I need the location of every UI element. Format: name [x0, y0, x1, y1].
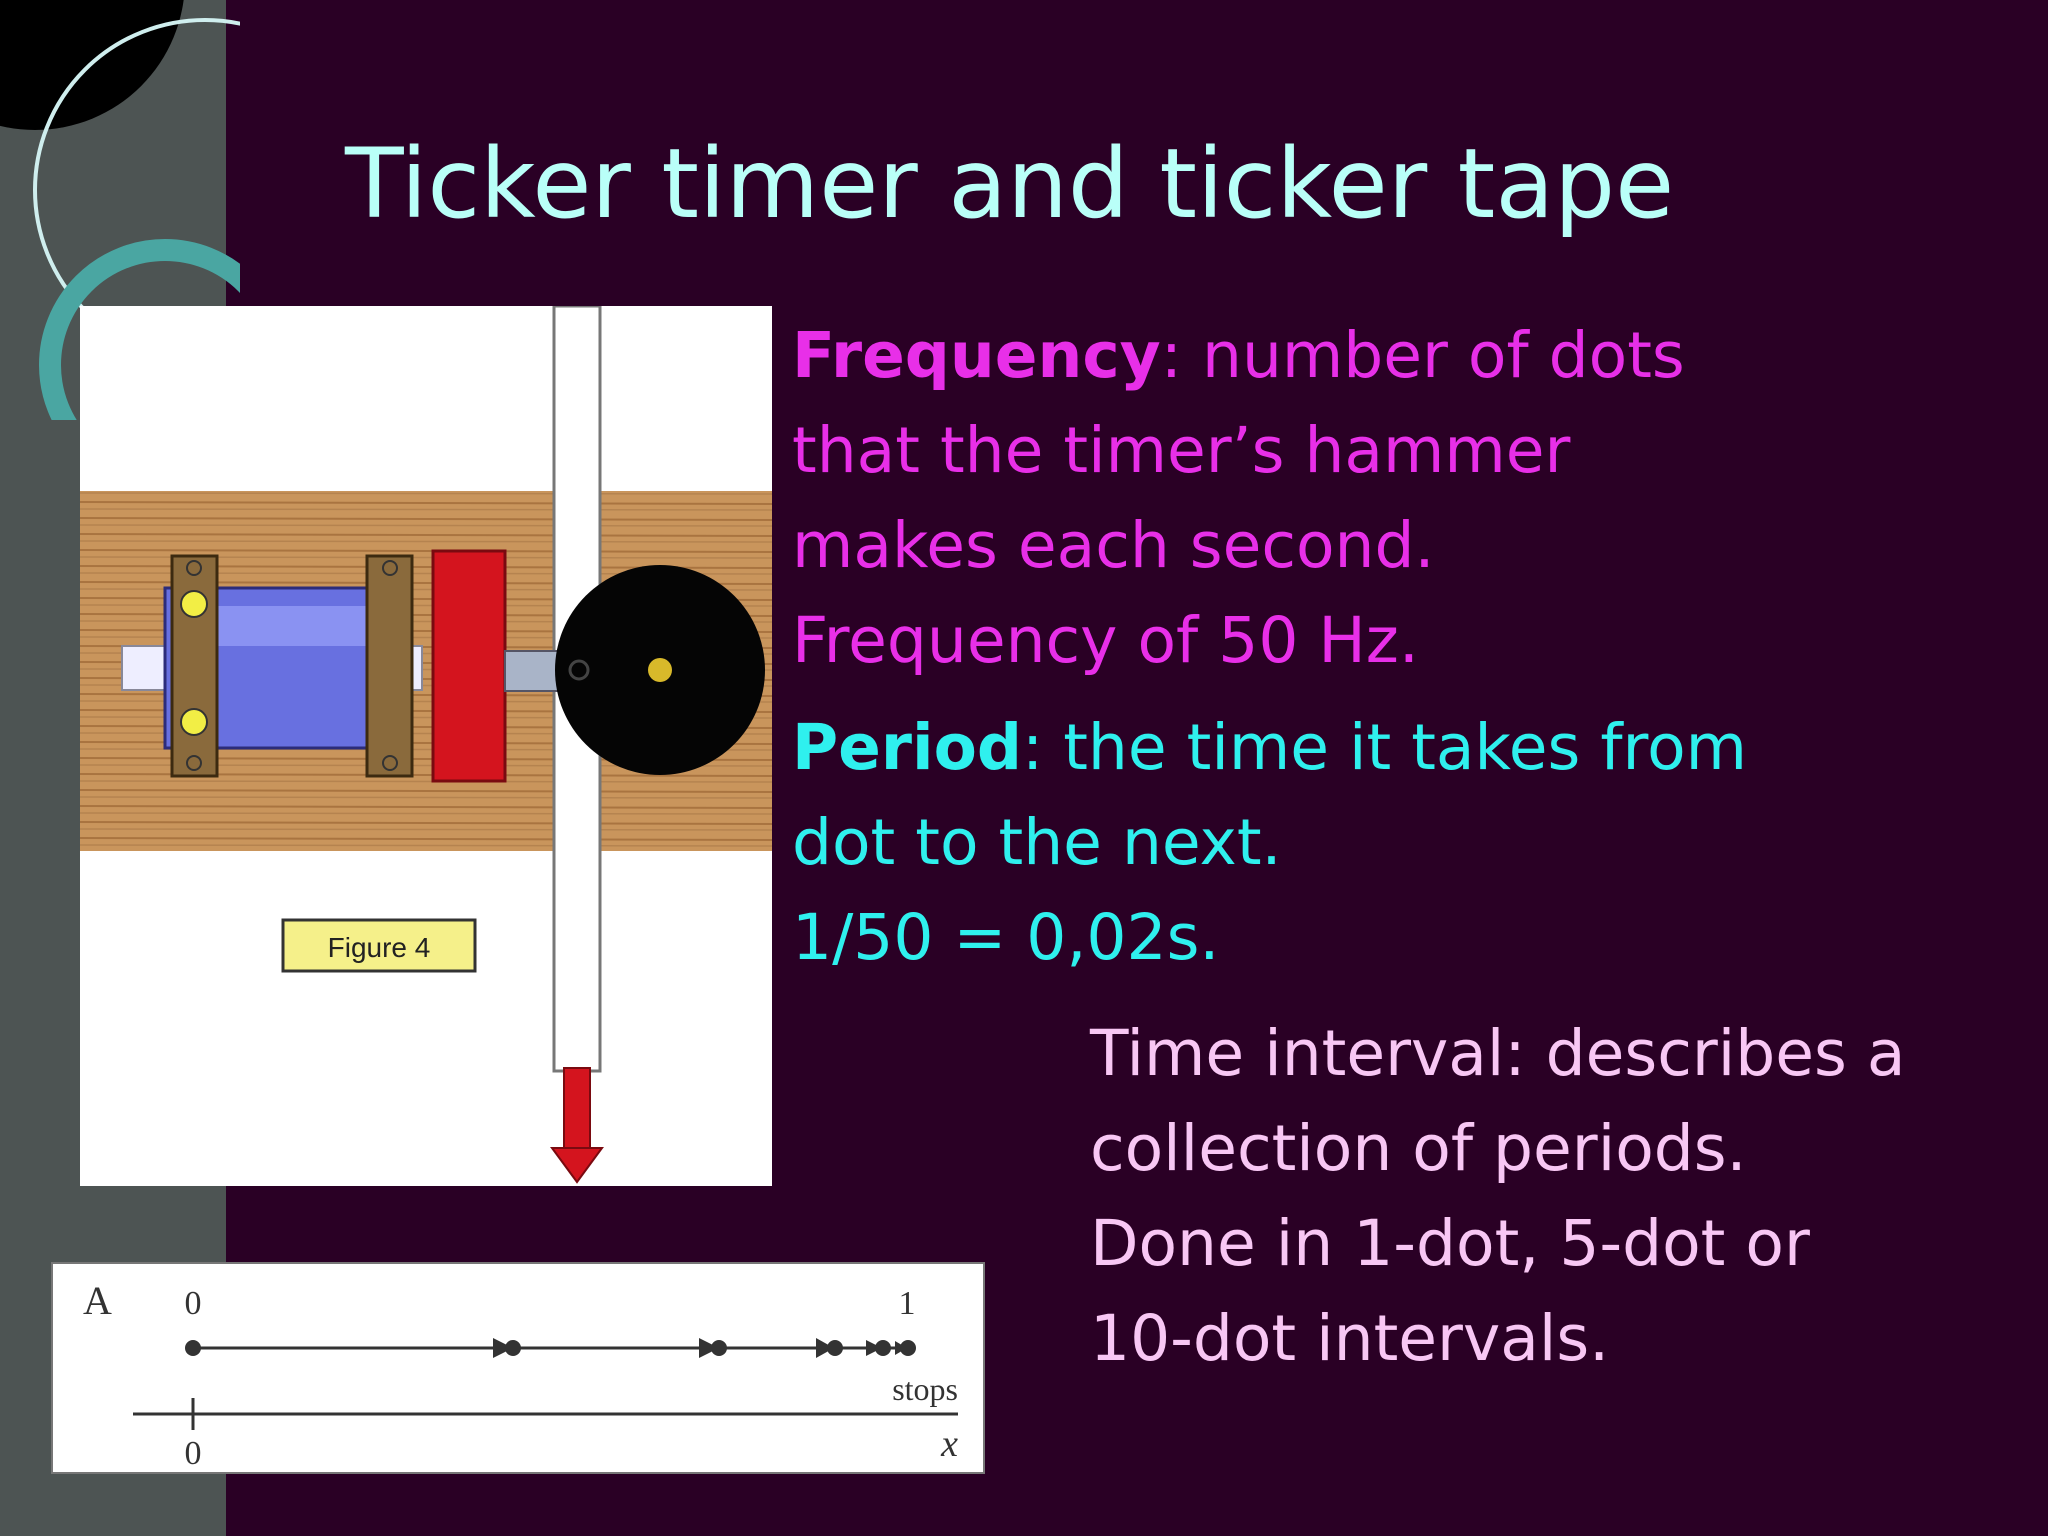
ticker-tape-diagram: A 0 1 stops 0 x	[51, 1262, 985, 1474]
frequency-term: Frequency	[792, 319, 1161, 392]
frequency-definition: Frequency: number of dots that the timer…	[792, 308, 1685, 688]
interval-line-3: Done in 1-dot, 5-dot or	[1090, 1207, 1810, 1280]
frequency-separator: :	[1160, 319, 1203, 392]
period-definition: Period: the time it takes from dot to th…	[792, 700, 1747, 985]
time-interval-definition: Time interval: describes a collection of…	[1090, 1006, 1905, 1386]
period-line-2: dot to the next.	[792, 806, 1282, 879]
tape-dot	[185, 1340, 201, 1356]
tape-axis-zero: 0	[185, 1435, 202, 1472]
period-line-1: Period: the time it takes from	[792, 700, 1747, 795]
frequency-line-4: Frequency of 50 Hz.	[792, 604, 1419, 677]
frequency-line-1: Frequency: number of dots	[792, 308, 1685, 403]
period-line-3: 1/50 = 0,02s.	[792, 901, 1220, 974]
tape-axis-label: x	[940, 1423, 958, 1465]
period-separator: :	[1021, 711, 1064, 784]
period-text-1: the time it takes from	[1063, 711, 1747, 784]
tape-label-end: 1	[899, 1285, 916, 1322]
tape-label-a: A	[83, 1278, 112, 1323]
interval-line-4: 10-dot intervals.	[1090, 1302, 1610, 1375]
interval-line-2: collection of periods.	[1090, 1112, 1747, 1185]
tape-dot	[900, 1340, 916, 1356]
frequency-line-3: makes each second.	[792, 509, 1435, 582]
ticker-timer-figure: Figure 4	[80, 306, 772, 1186]
figure-label: Figure 4	[328, 932, 431, 963]
interval-line-1: Time interval: describes a	[1090, 1017, 1906, 1090]
slide-title: Ticker timer and ticker tape	[345, 128, 1675, 240]
frequency-text-1: number of dots	[1202, 319, 1685, 392]
tape-dot	[875, 1340, 891, 1356]
tape-dot	[711, 1340, 727, 1356]
tape-label-stops: stops	[892, 1371, 958, 1407]
frequency-line-2: that the timer’s hammer	[792, 414, 1571, 487]
tape-label-start: 0	[185, 1285, 202, 1322]
tape-dot	[827, 1340, 843, 1356]
tape-dot	[505, 1340, 521, 1356]
period-term: Period	[792, 711, 1022, 784]
